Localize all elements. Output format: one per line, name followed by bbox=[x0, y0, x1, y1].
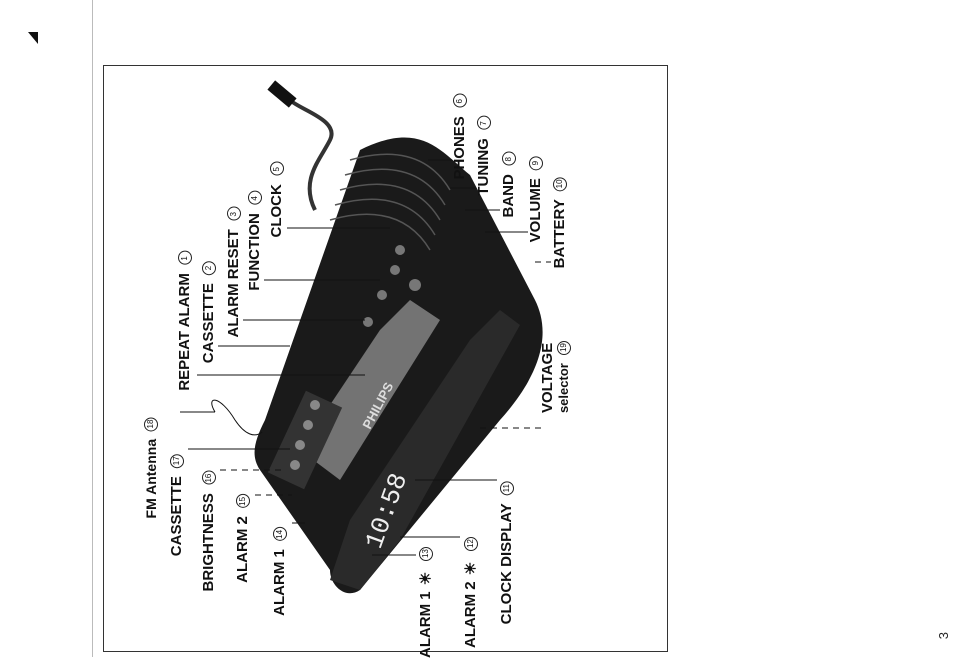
callout-number: 5 bbox=[270, 162, 284, 176]
label-alarm-reset: ALARM RESET 3 bbox=[225, 203, 243, 338]
callout-number: 13 bbox=[419, 547, 433, 561]
cassette-buttons bbox=[267, 390, 343, 490]
label-text: FUNCTION bbox=[246, 213, 263, 291]
callout-number: 16 bbox=[202, 471, 216, 485]
callout-number: 14 bbox=[273, 527, 287, 541]
label-cassette-side: CASSETTE 17 bbox=[168, 450, 186, 556]
callout-number: 9 bbox=[529, 156, 543, 170]
label-tuning: TUNING 7 bbox=[475, 112, 493, 196]
label-text: ALARM 1 bbox=[271, 549, 288, 616]
label-clock: CLOCK 5 bbox=[268, 158, 286, 238]
callout-number: 10 bbox=[553, 177, 567, 191]
control-buttons bbox=[363, 245, 421, 327]
label-volume: VOLUME 9 bbox=[527, 152, 545, 242]
label-brightness: BRIGHTNESS 16 bbox=[200, 467, 218, 592]
label-battery: BATTERY 10 bbox=[551, 173, 569, 268]
device-body bbox=[254, 137, 543, 594]
label-clock-display: CLOCK DISPLAY 11 bbox=[498, 477, 516, 624]
label-text: CASSETTE bbox=[200, 283, 217, 364]
callout-number: 7 bbox=[477, 116, 491, 130]
label-alarm2-button: ALARM 2 15 bbox=[234, 490, 252, 583]
label-text: CLOCK DISPLAY bbox=[498, 503, 515, 625]
label-text: BATTERY bbox=[551, 199, 568, 269]
label-phones: PHONES 6 bbox=[451, 90, 469, 180]
label-function: FUNCTION 4 bbox=[246, 187, 264, 291]
binding-line bbox=[92, 0, 93, 657]
label-text: CASSETTE bbox=[168, 476, 185, 557]
label-subtext: selector bbox=[556, 363, 571, 414]
callout-number: 8 bbox=[502, 152, 516, 166]
label-text: VOLTAGE bbox=[539, 342, 556, 414]
callout-number: 4 bbox=[248, 191, 262, 205]
label-fm-antenna: FM Antenna 18 bbox=[142, 413, 160, 518]
callout-number: 6 bbox=[453, 94, 467, 108]
corner-mark bbox=[28, 32, 38, 44]
label-text: CLOCK bbox=[268, 184, 285, 238]
label-text: REPEAT ALARM bbox=[176, 273, 193, 391]
label-text: ALARM 1 ☀ bbox=[417, 569, 434, 658]
power-cord bbox=[267, 80, 334, 211]
callout-number: 15 bbox=[236, 494, 250, 508]
label-text: BAND bbox=[500, 174, 517, 218]
label-text: ALARM 2 bbox=[234, 516, 251, 583]
label-alarm1-indicator: ALARM 1 ☀ 13 bbox=[417, 543, 435, 658]
callout-number: 12 bbox=[464, 537, 478, 551]
label-text: TUNING bbox=[475, 138, 492, 196]
label-alarm1-button: ALARM 1 14 bbox=[271, 523, 289, 616]
callout-number: 18 bbox=[144, 417, 158, 431]
figure-frame bbox=[103, 65, 668, 652]
leader-lines bbox=[180, 159, 551, 556]
label-text: BRIGHTNESS bbox=[200, 493, 217, 592]
label-text: ALARM RESET bbox=[225, 229, 242, 338]
label-band: BAND 8 bbox=[500, 148, 518, 218]
callout-number: 11 bbox=[500, 481, 514, 495]
callout-number: 1 bbox=[178, 251, 192, 265]
page-number: 3 bbox=[936, 632, 951, 640]
callout-number: 17 bbox=[170, 454, 184, 468]
label-text: FM Antenna bbox=[143, 438, 159, 519]
label-cassette-top: CASSETTE 2 bbox=[200, 257, 218, 363]
callout-number: 3 bbox=[227, 207, 241, 221]
label-alarm2-indicator: ALARM 2 ☀ 12 bbox=[462, 533, 480, 648]
label-text: ALARM 2 ☀ bbox=[462, 559, 479, 649]
speaker-grille bbox=[329, 153, 451, 251]
label-text: PHONES bbox=[451, 116, 468, 180]
label-text: VOLUME bbox=[527, 178, 544, 243]
callout-number: 19 bbox=[557, 341, 571, 355]
label-repeat-alarm: REPEAT ALARM 1 bbox=[176, 247, 194, 391]
callout-number: 2 bbox=[202, 261, 216, 275]
